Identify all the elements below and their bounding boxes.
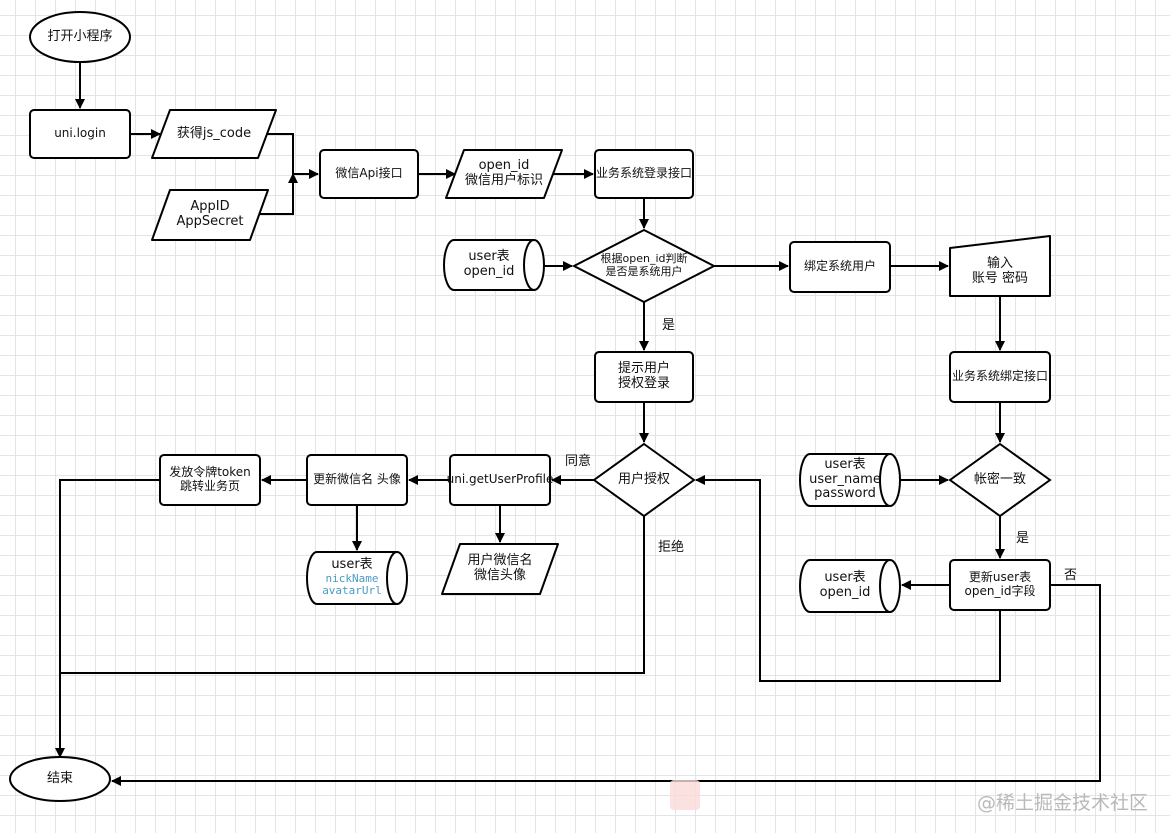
user-table-4-shape bbox=[799, 559, 901, 613]
watermark: @稀土掘金技术社区 bbox=[976, 792, 1148, 814]
user-auth-shape bbox=[592, 442, 696, 518]
issue-token-shape bbox=[159, 454, 261, 506]
appid-to-api-arrow bbox=[259, 173, 298, 215]
end-shape bbox=[9, 756, 111, 802]
update-openid-shape bbox=[949, 559, 1051, 611]
start-shape bbox=[29, 11, 131, 63]
decision-openid-shape bbox=[571, 228, 717, 304]
no-to-end-arrow bbox=[111, 584, 1101, 786]
appid-shape bbox=[151, 189, 269, 241]
input-shape bbox=[949, 235, 1051, 297]
updateopenid-to-auth-arrow bbox=[695, 475, 1001, 682]
open-id-shape bbox=[445, 149, 563, 199]
decision-pwd-shape bbox=[948, 442, 1052, 518]
watermark-logo-icon bbox=[670, 780, 700, 810]
token-to-end-arrow bbox=[55, 479, 160, 758]
biz-bind-shape bbox=[949, 351, 1051, 403]
update-wechat-shape bbox=[306, 454, 408, 506]
js-code-shape bbox=[151, 109, 277, 159]
prompt-auth-shape bbox=[594, 351, 694, 403]
wechat-profile-shape bbox=[441, 543, 559, 595]
reject-to-end-arrow bbox=[60, 516, 645, 674]
user-table-3-shape bbox=[799, 453, 901, 507]
user-table-1-shape bbox=[443, 239, 545, 291]
user-table-2-shape bbox=[306, 551, 408, 605]
wechat-api-shape bbox=[319, 149, 419, 199]
jscode-to-api-arrow bbox=[267, 133, 319, 179]
get-profile-shape bbox=[449, 454, 551, 506]
bind-user-shape bbox=[789, 241, 891, 293]
biz-login-shape bbox=[594, 149, 694, 199]
uni-login-shape bbox=[29, 109, 131, 159]
